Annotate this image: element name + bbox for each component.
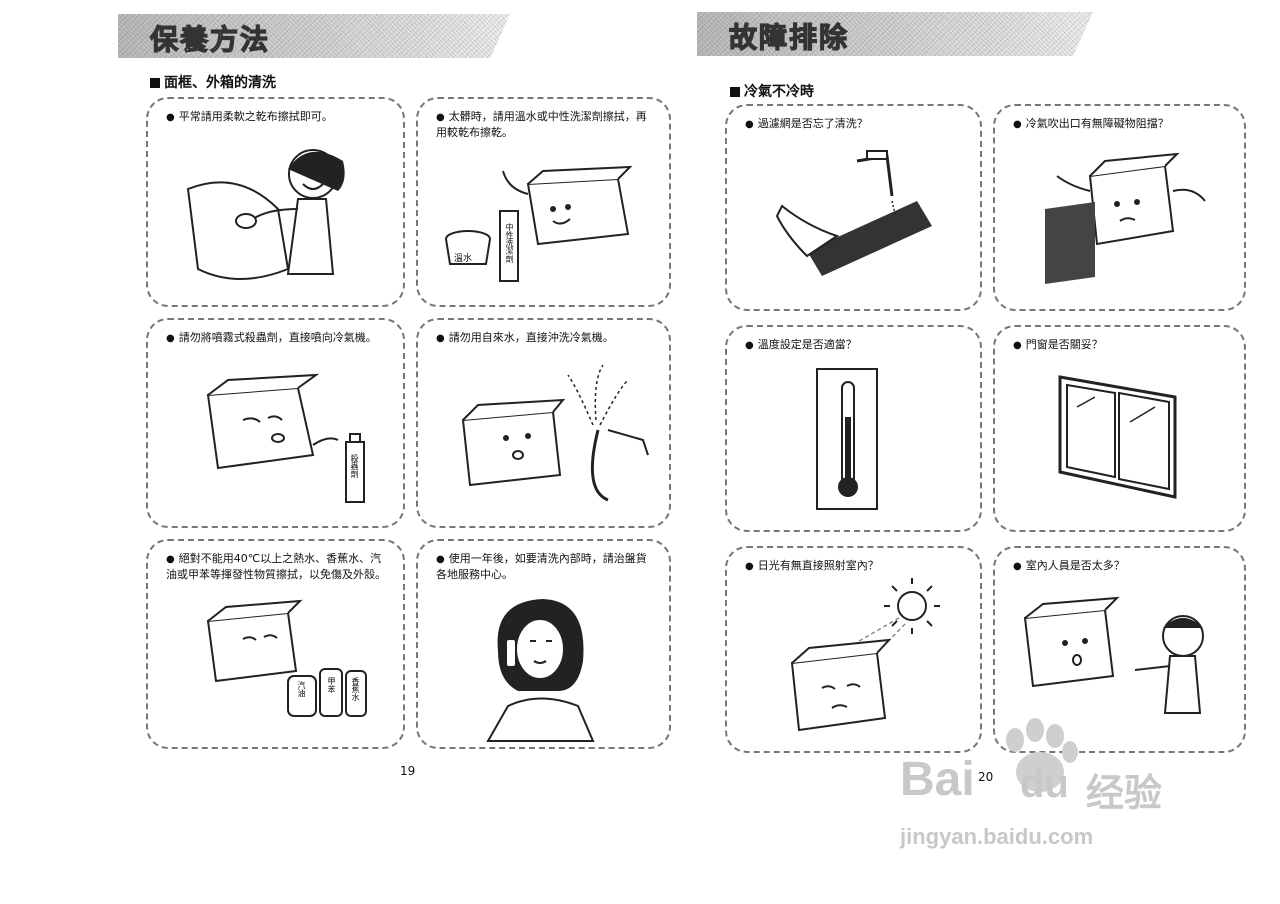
care-card-dry-cloth: ●平常請用柔軟之乾布擦拭即可。 [146,97,405,307]
label-mild-detergent: 中性洗潔劑 [505,223,514,263]
thermometer-illustration [816,368,878,510]
right-banner: 故障排除 [697,12,1093,56]
sunlight-illustration [790,578,940,732]
label-warm-water: 溫水 [454,254,473,264]
square-bullet-icon [150,78,160,88]
trouble-card-temperature: ●溫度設定是否適當？ [725,325,982,532]
left-section-heading: 面框、外箱的清洗 [150,72,276,92]
girl-wiping-illustration [186,149,345,280]
card-text: ●門窗是否關妥？ [1013,338,1103,351]
care-card-mild-detergent: ●太髒時，請用溫水或中性洗潔劑擦拭，再用較乾布擦乾。 溫水 中性洗潔劑 [416,97,671,307]
card-text: ●請勿用自來水，直接沖洗冷氣機。 [436,331,614,344]
card-text: ●使用一年後，如要清洗內部時，請治盤貨各地服務中心。 [436,552,647,581]
care-card-no-solvents: ●絕對不能用40℃以上之熱水、香蕉水、汽油或甲苯等揮發性物質擦拭，以免傷及外殼。… [146,539,405,749]
label-insecticide: 殺蟲劑 [350,454,359,478]
trouble-card-sunlight: ●日光有無直接照射室內？ [725,546,982,753]
page-number-right: 20 [978,770,994,784]
watermark-cn: 经验 [1086,771,1163,815]
filter-cleaning-illustration [775,150,932,276]
unit-with-solvents-illustration [206,599,367,717]
watermark-brand: Bai [900,753,975,806]
baidu-watermark: Bai du 经验 jingyan.baidu.com [900,712,1200,862]
card-text: ●太髒時，請用溫水或中性洗潔劑擦拭，再用較乾布擦乾。 [436,110,647,139]
card-text: ●絕對不能用40℃以上之熱水、香蕉水、汽油或甲苯等揮發性物質擦拭，以免傷及外殼。 [166,552,386,581]
page-number-left: 19 [400,764,416,778]
care-card-service-center: ●使用一年後，如要清洗內部時，請治盤貨各地服務中心。 [416,539,671,749]
card-text: ●室內人員是否太多？ [1013,559,1125,572]
label-banana-oil: 香蕉水 [351,677,360,701]
trouble-card-window: ●門窗是否關妥？ [993,325,1246,532]
square-bullet-icon [730,87,740,97]
right-section-heading: 冷氣不冷時 [730,81,814,101]
woman-on-phone-illustration [486,599,595,742]
card-text: ●平常請用柔軟之乾布擦拭即可。 [166,110,333,123]
card-text: ●請勿將噴霧式殺蟲劑，直接噴向冷氣機。 [166,331,377,344]
unit-sprayed-illustration [206,373,365,503]
left-banner-title: 保養方法 [149,22,271,56]
paw-logo-icon [1006,718,1078,792]
label-gasoline: 汽油 [297,681,306,697]
right-banner-title: 故障排除 [728,20,850,54]
card-text: ●溫度設定是否適當？ [745,338,857,351]
window-illustration [1058,375,1177,499]
care-card-no-tap-water: ●請勿用自來水，直接沖洗冷氣機。 [416,318,671,528]
care-card-no-insecticide: ●請勿將噴霧式殺蟲劑，直接噴向冷氣機。 殺蟲劑 [146,318,405,528]
trouble-card-obstruction: ●冷氣吹出口有無障礙物阻擋？ [993,104,1246,311]
label-toluene: 甲苯 [327,677,336,693]
card-text: ●日光有無直接照射室內？ [745,559,879,572]
card-text: ●冷氣吹出口有無障礙物阻擋？ [1013,117,1169,130]
crowded-room-illustration [1023,596,1204,714]
trouble-card-filter: ●過濾網是否忘了清洗？ [725,104,982,311]
unit-hosed-illustration [461,364,649,502]
card-text: ●過濾網是否忘了清洗？ [745,117,868,130]
watermark-brand-du: du [1020,762,1069,806]
blocked-outlet-illustration [1045,152,1206,284]
left-banner: 保養方法 [118,14,510,58]
unit-with-detergent-illustration [445,165,633,282]
watermark-url: jingyan.baidu.com [900,824,1094,849]
